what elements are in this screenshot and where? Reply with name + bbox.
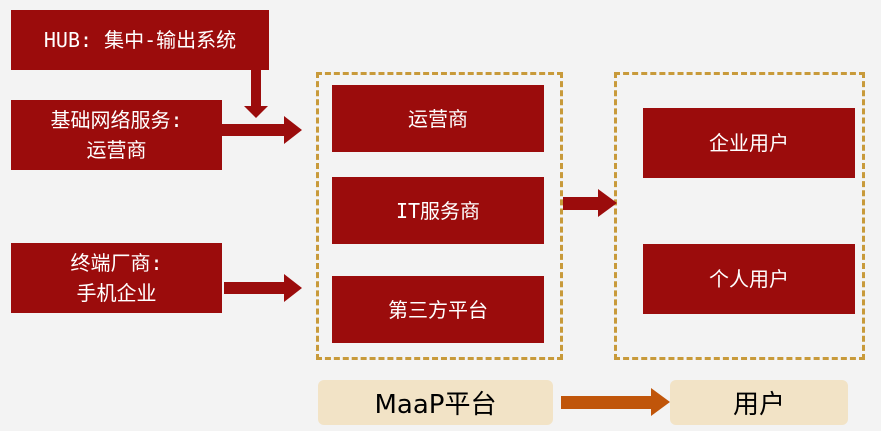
maap-item-it-service: IT服务商	[332, 177, 544, 244]
user-item-enterprise: 企业用户	[643, 108, 855, 178]
user-item-label: 个人用户	[709, 267, 789, 291]
terminal-vendor-label: 终端厂商: 手机企业	[70, 251, 163, 305]
network-service-box: 基础网络服务: 运营商	[11, 100, 222, 170]
users-container	[614, 72, 865, 360]
hub-down-arrow	[244, 70, 268, 118]
hub-label: HUB: 集中-输出系统	[43, 28, 237, 52]
maap-item-operator: 运营商	[332, 85, 544, 152]
user-item-individual: 个人用户	[643, 244, 855, 314]
maap-platform-container	[316, 72, 563, 360]
maap-item-label: IT服务商	[395, 198, 481, 223]
terminal-vendor-box: 终端厂商: 手机企业	[11, 243, 222, 313]
terminal-right-arrow	[224, 274, 302, 302]
bottom-flow-arrow	[561, 388, 670, 416]
maap-platform-label: MaaP平台	[318, 380, 553, 425]
maap-item-third-party: 第三方平台	[332, 276, 544, 343]
maap-item-label: 运营商	[408, 106, 468, 131]
user-item-label: 企业用户	[709, 131, 789, 155]
network-right-arrow	[222, 116, 302, 144]
users-label: 用户	[670, 380, 848, 425]
maap-to-users-arrow	[563, 189, 617, 217]
maap-item-label: 第三方平台	[388, 297, 488, 322]
hub-box: HUB: 集中-输出系统	[11, 10, 269, 70]
network-service-label: 基础网络服务: 运营商	[50, 108, 183, 162]
